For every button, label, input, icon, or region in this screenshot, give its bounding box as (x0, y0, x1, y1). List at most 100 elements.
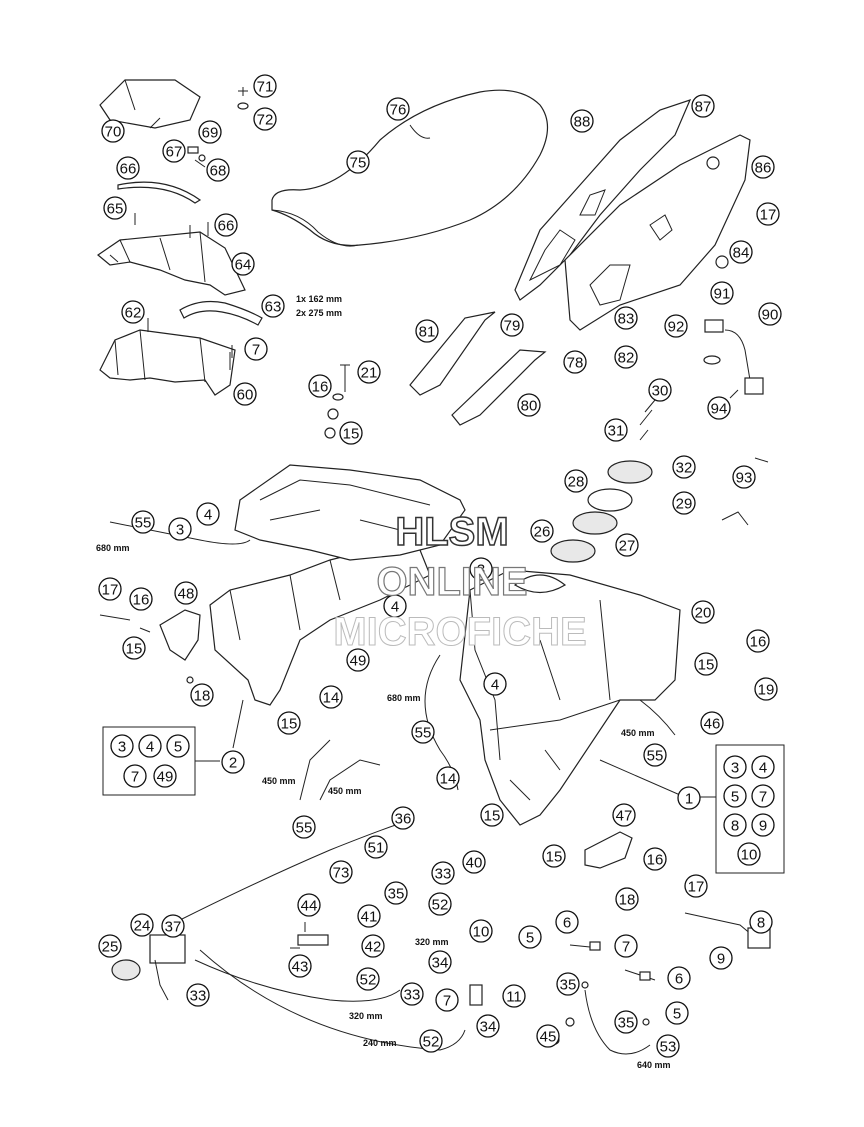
callout-circle (667, 966, 691, 990)
callout-40: 40 (462, 850, 486, 874)
callout-55: 55 (292, 815, 316, 839)
callout-4: 4 (196, 502, 220, 526)
fuel-pump-24-25 (111, 934, 186, 1001)
callout-circle (166, 734, 190, 758)
dimension-hose-450-b: 450 mm (262, 776, 296, 786)
callout-number: 28 (568, 474, 585, 491)
callout-number: 60 (237, 387, 254, 404)
callout-6: 6 (555, 910, 579, 934)
callout-3: 3 (168, 517, 192, 541)
box_left-callout-4: 4 (138, 734, 162, 758)
callout-number: 3 (731, 760, 739, 777)
callout-67: 67 (162, 139, 186, 163)
callout-28: 28 (564, 469, 588, 493)
callout-24: 24 (130, 913, 154, 937)
callout-circle (206, 158, 230, 182)
callout-circle (563, 350, 587, 374)
callout-41: 41 (357, 904, 381, 928)
callout-circle (756, 202, 780, 226)
dimension-seat-strip-2: 2x 275 mm (296, 308, 342, 318)
callout-number: 17 (102, 582, 119, 599)
callout-circle (138, 734, 162, 758)
clamps-33-35 (167, 925, 650, 1045)
callout-11: 11 (502, 984, 526, 1008)
callout-number: 34 (480, 1019, 497, 1036)
callout-circle (384, 881, 408, 905)
callout-number: 25 (102, 939, 119, 956)
callout-15: 15 (339, 421, 363, 445)
dimension-seat-strip-1: 1x 162 mm (296, 294, 342, 304)
callout-circle (292, 815, 316, 839)
callout-number: 5 (673, 1006, 681, 1023)
callout-circle (356, 967, 380, 991)
callout-number: 94 (711, 401, 728, 418)
callout-number: 52 (360, 972, 377, 989)
callout-number: 2 (229, 755, 237, 772)
callout-number: 33 (435, 866, 452, 883)
callout-circle (419, 1029, 443, 1053)
callout-circle (677, 786, 701, 810)
callout-8: 8 (749, 910, 773, 934)
dimension-hose-320-b: 320 mm (349, 1011, 383, 1021)
callout-number: 73 (333, 865, 350, 882)
callout-circle (400, 982, 424, 1006)
callout-circle (694, 652, 718, 676)
callout-91: 91 (710, 281, 734, 305)
callout-circle (732, 465, 756, 489)
callout-number: 10 (741, 847, 758, 864)
callout-4: 4 (383, 594, 407, 618)
watermark-line3: MICROFICHE (333, 610, 586, 654)
callout-66: 66 (214, 213, 238, 237)
callout-number: 4 (759, 760, 767, 777)
dimension-hose-450-a: 450 mm (621, 728, 655, 738)
callout-18: 18 (615, 887, 639, 911)
callout-circle (672, 491, 696, 515)
callout-19: 19 (754, 677, 778, 701)
callout-circle (723, 755, 747, 779)
callout-circle (162, 139, 186, 163)
callout-52: 52 (356, 967, 380, 991)
callout-number: 9 (717, 951, 725, 968)
callout-number: 20 (695, 605, 712, 622)
callout-circle (346, 648, 370, 672)
callout-30: 30 (648, 378, 672, 402)
callout-72: 72 (253, 107, 277, 131)
callout-circle (749, 910, 773, 934)
callout-circle (556, 972, 580, 996)
side-panel-left-88 (514, 99, 692, 301)
watermark: HLSM ONLINE MICROFICHE (333, 509, 587, 654)
callout-number: 11 (506, 989, 522, 1006)
callout-33: 33 (431, 861, 455, 885)
callout-16: 16 (746, 629, 770, 653)
box_right-callout-3: 3 (723, 755, 747, 779)
callout-box-right (715, 744, 785, 874)
callout-15: 15 (480, 803, 504, 827)
callout-circle (615, 533, 639, 557)
callout-number: 67 (166, 144, 183, 161)
callout-number: 62 (125, 305, 142, 322)
callout-circle (729, 240, 753, 264)
seal-strip-63 (179, 300, 263, 326)
screws-16-21-15 (324, 364, 350, 439)
callout-circle (469, 919, 493, 943)
callout-number: 88 (574, 114, 591, 131)
callout-circle (253, 74, 277, 98)
callout-15: 15 (542, 844, 566, 868)
callout-number: 14 (440, 771, 457, 788)
callout-circle (129, 587, 153, 611)
callout-circle (253, 107, 277, 131)
callout-number: 48 (178, 586, 195, 603)
callout-80: 80 (517, 393, 541, 417)
callout-number: 63 (265, 299, 282, 316)
callout-number: 16 (750, 634, 767, 651)
callout-number: 6 (675, 971, 683, 988)
callout-55: 55 (643, 743, 667, 767)
callout-number: 4 (204, 507, 212, 524)
callout-78: 78 (563, 350, 587, 374)
callout-number: 34 (432, 955, 449, 972)
callout-circle (277, 711, 301, 735)
watermark-line1: HLSM (395, 510, 508, 554)
callout-number: 51 (368, 840, 385, 857)
callout-circle (357, 360, 381, 384)
